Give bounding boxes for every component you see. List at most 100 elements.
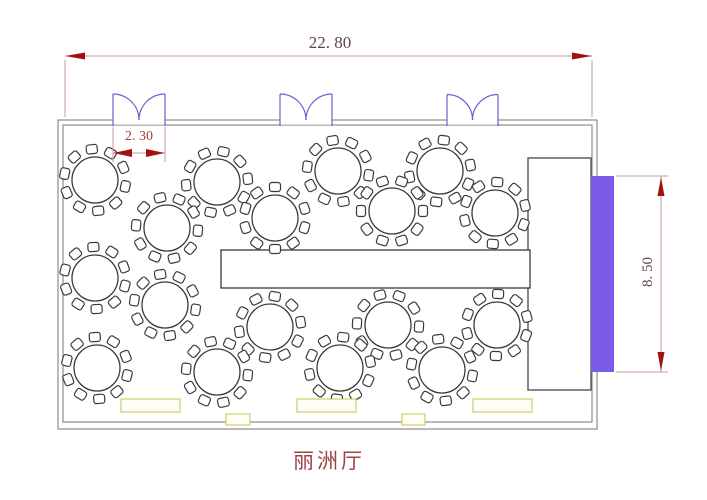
chair — [277, 348, 291, 361]
chair — [405, 357, 418, 371]
chair — [418, 137, 432, 151]
room-width-dimension-label: 22. 80 — [308, 33, 352, 52]
chair — [106, 335, 121, 349]
chair — [413, 320, 425, 333]
chair — [344, 136, 359, 150]
chair — [119, 279, 131, 293]
chair — [439, 395, 453, 407]
hall-title: 丽洲厅 — [293, 449, 365, 473]
chair — [285, 298, 299, 312]
dimension-stage-height — [616, 175, 668, 373]
stage-platform — [527, 157, 592, 391]
chair — [463, 350, 477, 364]
banquet-table — [233, 290, 307, 364]
chair — [148, 250, 162, 263]
dimension-room-width — [64, 52, 593, 117]
chair — [468, 230, 482, 244]
banquet-table — [459, 176, 531, 250]
banquet-table — [180, 336, 254, 408]
chair — [183, 159, 197, 174]
led-screen — [591, 176, 614, 372]
chair — [216, 146, 230, 158]
chair — [222, 204, 237, 217]
service-table — [296, 398, 357, 413]
chair — [486, 238, 500, 250]
chair — [249, 293, 263, 306]
chair — [236, 306, 249, 320]
chair — [233, 325, 245, 339]
chair — [233, 386, 247, 400]
chair — [295, 315, 307, 329]
banquet-table — [59, 241, 131, 315]
door-width-dimension-label: 2. 30 — [125, 129, 153, 144]
dimension-door-width — [112, 127, 166, 162]
chair — [172, 193, 186, 206]
banquet-table — [239, 181, 311, 255]
chair — [187, 344, 201, 358]
chair — [471, 342, 485, 356]
chair — [130, 219, 142, 232]
service-table — [472, 398, 533, 413]
chair — [197, 147, 212, 160]
banquet-table — [128, 268, 202, 342]
chair — [317, 334, 332, 348]
chair — [105, 245, 119, 259]
chair — [71, 297, 85, 311]
stage-height-dimension-label: 8. 50 — [640, 257, 656, 287]
chair — [88, 331, 102, 343]
chair — [395, 234, 409, 247]
chair — [360, 186, 374, 200]
chair — [351, 317, 363, 330]
chair — [507, 344, 522, 358]
chair — [286, 186, 300, 200]
double-door — [279, 93, 333, 126]
chair — [250, 186, 264, 200]
chair — [62, 372, 75, 387]
chair — [117, 260, 130, 274]
chair — [309, 142, 323, 157]
chair — [91, 205, 105, 217]
chair — [364, 355, 376, 369]
chair — [490, 176, 504, 188]
chair — [363, 168, 375, 182]
chair — [298, 221, 311, 235]
chair — [119, 349, 132, 364]
chair — [180, 362, 192, 376]
chair — [405, 151, 419, 165]
chair — [504, 232, 519, 246]
banquet-table — [301, 134, 375, 208]
chair — [250, 236, 264, 250]
chair — [359, 149, 372, 164]
chair — [456, 386, 470, 400]
chair — [216, 396, 230, 408]
chair — [153, 192, 167, 204]
banquet-table — [130, 192, 204, 264]
chair — [163, 330, 177, 342]
banquet-table — [461, 288, 533, 362]
chair — [517, 217, 530, 232]
chair — [239, 221, 252, 235]
double-door — [112, 93, 166, 126]
banquet-table — [405, 333, 479, 407]
chair — [448, 191, 462, 205]
chair — [268, 181, 282, 193]
chair — [326, 134, 340, 147]
chair — [67, 150, 81, 164]
chair — [417, 204, 429, 218]
chair — [60, 185, 73, 200]
chair — [286, 236, 300, 250]
chair — [464, 158, 477, 172]
chair — [59, 167, 71, 181]
chair — [348, 388, 363, 402]
chair — [389, 349, 403, 361]
chair — [131, 312, 144, 326]
banquet-table — [180, 146, 254, 218]
chair — [204, 206, 218, 218]
chair — [187, 196, 201, 210]
chair — [459, 214, 471, 227]
chair — [59, 263, 71, 277]
chair — [460, 194, 473, 209]
chair — [242, 368, 254, 382]
